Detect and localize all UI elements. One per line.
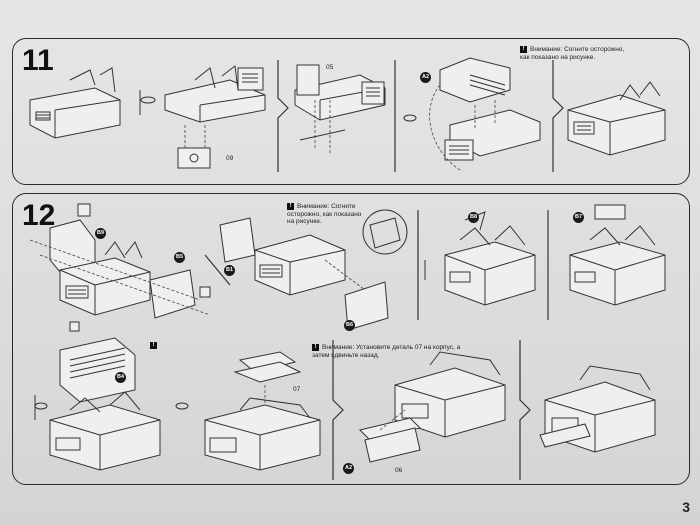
step12-separator-2 xyxy=(417,210,426,320)
step12-callout-b6: B6 xyxy=(344,320,355,331)
step11-note: !Внимание: Согните осторожно, как показа… xyxy=(520,46,630,61)
step12-note-1-text: Внимание: Согните осторожно, как показан… xyxy=(287,203,362,225)
step12-part-07: 07 xyxy=(293,386,301,393)
step12-note-2: !Внимание: Установите деталь 07 на корпу… xyxy=(312,344,462,359)
step12-callout-b1: B1 xyxy=(224,265,235,276)
step12-callout-a2: A2 xyxy=(343,463,354,474)
step11-part-05: 05 xyxy=(326,64,334,71)
step12-assembly-5 xyxy=(49,321,161,471)
step11-frame-3 xyxy=(294,64,386,155)
warning-icon: ! xyxy=(312,344,319,351)
step12-separator-4 xyxy=(332,340,344,480)
step-12-panel xyxy=(12,193,690,485)
step12-mark: ! xyxy=(150,342,160,350)
step12-assembly-1 xyxy=(29,203,211,319)
step-11-number: 11 xyxy=(22,44,54,77)
warning-icon: ! xyxy=(287,203,294,210)
step11-frame-4 xyxy=(429,57,541,171)
step12-callout-b7: B7 xyxy=(573,212,584,223)
step12-rotate-arrow-3 xyxy=(34,395,189,420)
step12-separator-5 xyxy=(519,340,531,480)
step11-vehicle-base-1 xyxy=(29,67,121,139)
rotate-arrow-2 xyxy=(403,114,417,122)
page-number: 3 xyxy=(682,499,690,515)
warning-icon: ! xyxy=(150,342,157,349)
rotate-arrow-1 xyxy=(139,90,156,115)
step-12-number: 12 xyxy=(22,199,56,232)
step12-note-2-text: Внимание: Установите деталь 07 на корпус… xyxy=(312,344,461,359)
step11-frame-2 xyxy=(164,65,266,169)
step12-callout-b9: B9 xyxy=(95,228,106,239)
step11-separator-3 xyxy=(552,60,564,172)
step11-vehicle-result xyxy=(567,81,666,156)
step-11-panel xyxy=(12,38,690,185)
step11-part-09: 09 xyxy=(226,155,234,162)
step12-assembly-2 xyxy=(219,209,408,331)
step12-callout-b8: B8 xyxy=(468,212,479,223)
step12-assembly-3 xyxy=(444,211,536,306)
step12-callout-b4: B4 xyxy=(115,372,126,383)
step12-assembly-4 xyxy=(569,204,666,306)
step12-callout-b5: B5 xyxy=(174,252,185,263)
step12-assembly-7 xyxy=(359,351,506,463)
step11-note-text: Внимание: Согните осторожно, как показан… xyxy=(520,46,625,61)
warning-icon: ! xyxy=(520,46,527,53)
step12-part-06: 06 xyxy=(395,467,403,474)
step12-separator-1 xyxy=(204,254,231,286)
step12-note-1: !Внимание: Согните осторожно, как показа… xyxy=(287,203,369,226)
step12-vehicle-final xyxy=(539,365,656,453)
step11-separator-1 xyxy=(277,60,289,172)
step11-callout-a2: A2 xyxy=(420,72,431,83)
step12-assembly-6 xyxy=(204,351,321,471)
